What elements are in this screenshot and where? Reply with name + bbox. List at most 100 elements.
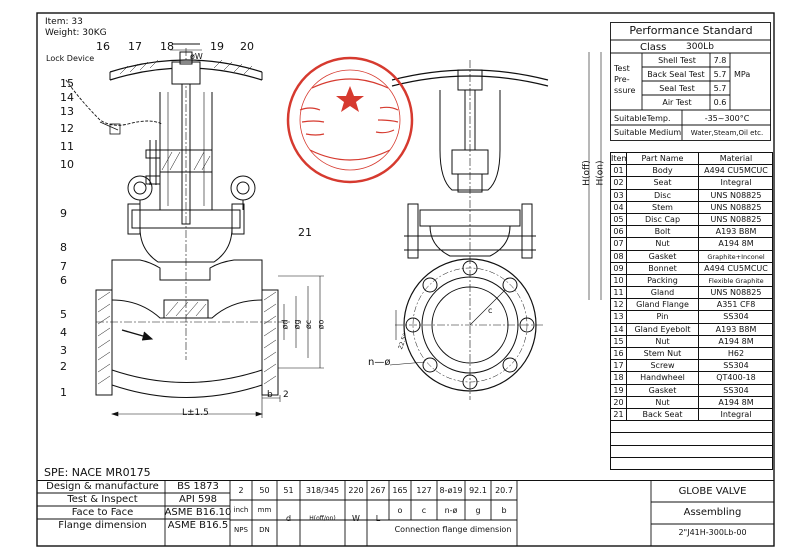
dim-c: c: [488, 306, 493, 315]
callout-11: 11: [60, 140, 74, 153]
parts-name-cell: Body: [626, 165, 698, 178]
parts-item-cell: 13: [610, 311, 626, 324]
test-value-air: 0.6: [713, 98, 727, 107]
parts-name-cell: Seat: [626, 177, 698, 190]
parts-name-cell: Bonnet: [626, 262, 698, 275]
dim-two: 2: [283, 390, 289, 400]
sym-g: g: [475, 506, 481, 515]
test-name-air: Air Test: [662, 98, 692, 107]
dim-phi-d: ød: [280, 319, 290, 330]
label-d: d: [285, 514, 292, 523]
sym-n-phi: n-ø: [444, 506, 458, 515]
parts-material-cell: H62: [698, 348, 773, 361]
title-block-subtitle: Assembling: [683, 507, 742, 518]
std-value-3: ASME B16.10: [164, 507, 232, 518]
parts-empty-row: [610, 445, 772, 458]
parts-item-cell: 14: [610, 323, 626, 336]
test-value-shell: 7.8: [713, 56, 727, 65]
parts-material-cell: QT400-18: [698, 372, 773, 385]
temp-label: SuitableTemp.: [614, 114, 671, 123]
test-pressure-label-3: ssure: [614, 86, 636, 95]
parts-name-cell: Gasket: [626, 384, 698, 397]
parts-item-cell: 08: [610, 250, 626, 263]
parts-item-cell: 07: [610, 238, 626, 251]
class-label: Class: [640, 42, 667, 53]
sym-o: o: [397, 506, 403, 515]
spe-label: SPE: NACE MR0175: [44, 466, 151, 479]
callout-10: 10: [60, 158, 74, 171]
parts-material-cell: SS304: [698, 384, 773, 397]
dim-val-c: 127: [416, 486, 432, 495]
sym-b: b: [501, 506, 507, 515]
test-name-shell: Shell Test: [658, 56, 696, 65]
parts-empty-row: [610, 433, 772, 446]
callout-19: 19: [210, 40, 224, 53]
label-w: W: [352, 514, 360, 523]
parts-name-cell: Back Seat: [626, 408, 698, 422]
parts-material-cell: Flexible Graphite: [698, 274, 773, 288]
parts-material-cell: A194 8M: [698, 396, 773, 409]
parts-material-cell: A194 8M: [698, 335, 773, 348]
parts-name-cell: Bolt: [626, 226, 698, 239]
dim-val-d: 51: [283, 486, 294, 495]
item-number: Item: 33: [45, 17, 83, 27]
parts-material-cell: A494 CU5MCUC: [698, 165, 773, 178]
callout-18: 18: [160, 40, 174, 53]
parts-name-cell: Gasket: [626, 250, 698, 263]
unit-inch: inch: [233, 506, 249, 514]
parts-material-cell: UNS N08825: [698, 189, 773, 202]
parts-item-cell: 01: [610, 165, 626, 178]
connection-label: Connection flange dimension: [394, 525, 512, 534]
dim-h-off: H(off): [581, 160, 592, 186]
parts-name-cell: Pin: [626, 311, 698, 324]
parts-name-cell: Part Name: [626, 153, 698, 166]
label-nps: NPS: [234, 526, 248, 534]
std-label-2: Test & Inspect: [67, 494, 138, 505]
std-label-1: Design & manufacture: [46, 481, 159, 492]
medium-value: Water,Steam,Oil etc.: [690, 129, 764, 137]
temp-value: -35~300°C: [704, 114, 750, 123]
dim-l: L±1.5: [182, 408, 209, 418]
callout-2: 2: [60, 360, 67, 373]
dim-val-g: 92.1: [469, 486, 487, 495]
dim-val-l: 267: [370, 486, 386, 495]
parts-item-cell: 19: [610, 384, 626, 397]
parts-name-cell: Nut: [626, 238, 698, 251]
class-value: 300Lb: [686, 42, 714, 52]
test-pressure-label-2: Pre-: [614, 75, 630, 84]
parts-material-cell: SS304: [698, 360, 773, 373]
performance-table: [610, 22, 771, 141]
std-value-4: ASME B16.5: [167, 520, 229, 531]
parts-material-cell: Integral: [698, 177, 773, 190]
test-pressure-label-1: Test: [614, 64, 630, 73]
weight-label: Weight: 30KG: [45, 28, 107, 38]
parts-material-cell: A193 B8M: [698, 323, 773, 336]
callout-13: 13: [60, 105, 74, 118]
callout-6: 6: [60, 274, 67, 287]
pressure-unit: MPa: [734, 70, 751, 79]
parts-material-cell: Integral: [698, 408, 773, 422]
label-h: H(off/on): [309, 515, 336, 522]
parts-name-cell: Disc Cap: [626, 213, 698, 227]
title-block-drawing-no: 2"J41H-300Lb-00: [678, 528, 747, 537]
test-value-seal: 5.7: [713, 84, 727, 93]
callout-14: 14: [60, 91, 74, 104]
parts-material-cell: SS304: [698, 311, 773, 324]
inspection-stamp: [286, 56, 414, 184]
callout-21: 21: [298, 226, 312, 239]
parts-name-cell: Disc: [626, 189, 698, 202]
parts-item-cell: 06: [610, 226, 626, 239]
parts-name-cell: Nut: [626, 335, 698, 348]
parts-item-cell: 20: [610, 396, 626, 409]
